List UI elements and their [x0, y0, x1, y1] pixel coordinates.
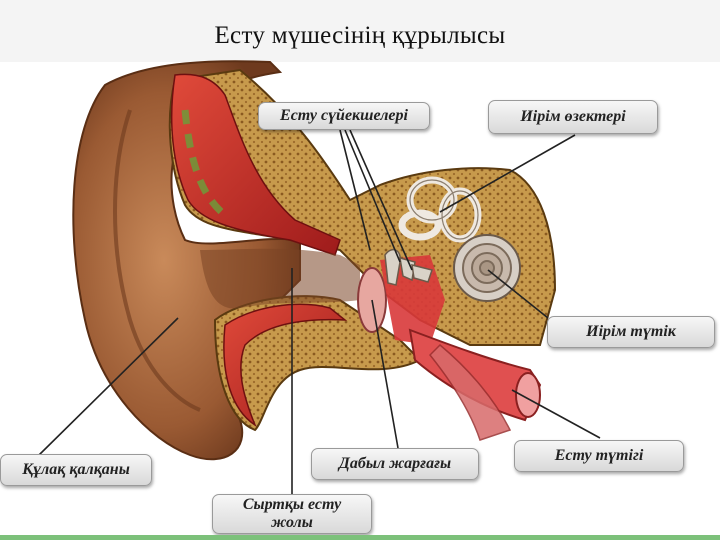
ossicles-shape: [384, 248, 433, 286]
page-title: Есту мүшесінің құрылысы: [214, 22, 506, 49]
corner-blank: [556, 478, 720, 540]
pinna-fold: [113, 109, 201, 412]
tissue-green-upper: [181, 109, 228, 218]
bottom-accent-bar: [0, 535, 720, 540]
label-ear-canal: Сыртқы есту жолы: [212, 494, 372, 534]
label-eardrum: Дабыл жарғағы: [311, 448, 479, 480]
ear-canal-shape: [200, 248, 360, 309]
eustachian-tube-shape: [408, 328, 542, 441]
tissue-lower: [223, 303, 348, 427]
label-pinna: Құлақ қалқаны: [0, 454, 152, 486]
label-semicircular-canals: Иірім өзектері: [488, 100, 658, 134]
tissue-upper: [170, 73, 341, 256]
cochlea-shape: [453, 234, 521, 302]
label-cochlea: Иірім түтік: [547, 316, 715, 348]
label-ossicles: Есту сүйекшелері: [258, 102, 430, 130]
title-band: [0, 0, 720, 62]
label-eustachian-tube: Есту түтігі: [514, 440, 684, 472]
leader-lines: [37, 129, 601, 496]
